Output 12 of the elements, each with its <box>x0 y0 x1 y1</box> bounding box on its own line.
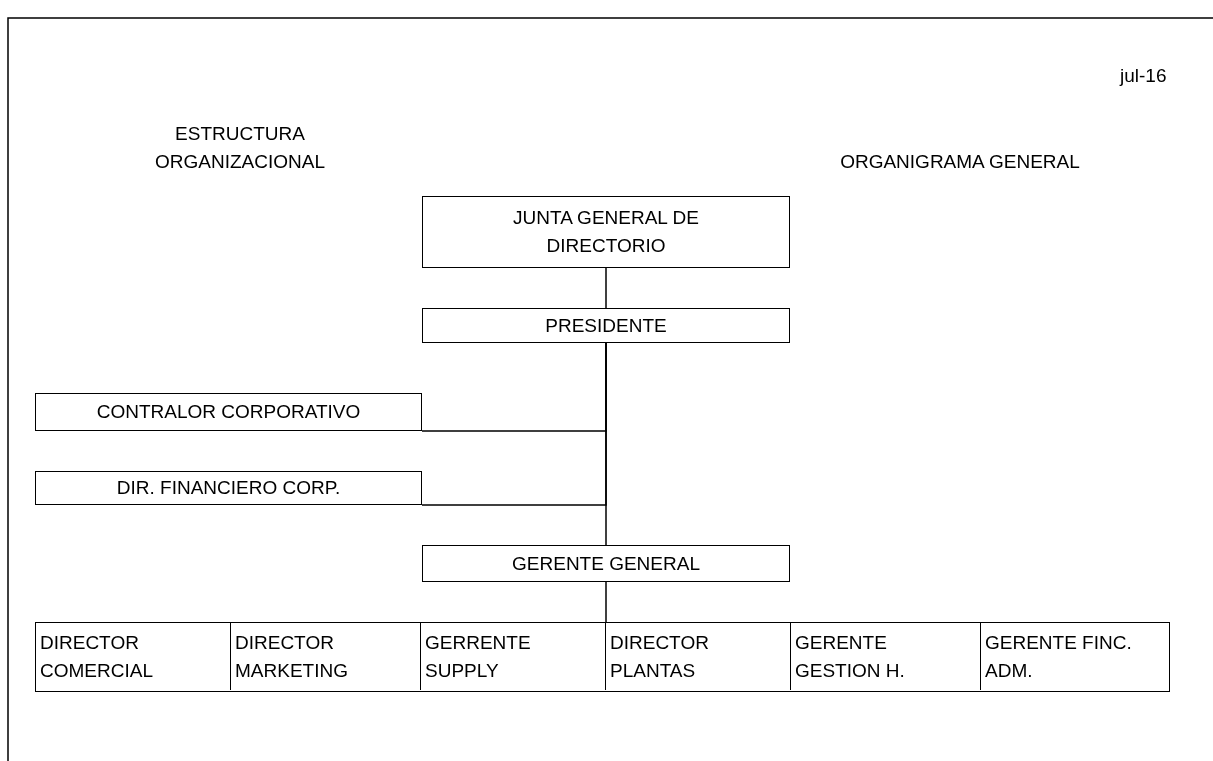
date-label: jul-16 <box>1120 64 1168 88</box>
org-box: PRESIDENTE <box>422 308 790 343</box>
department-row <box>35 622 1170 692</box>
org-box: GERENTE GENERAL <box>422 545 790 582</box>
org-box: CONTRALOR CORPORATIVO <box>35 393 422 431</box>
connector-line <box>605 267 607 309</box>
heading-label: ORGANIGRAMA GENERAL <box>839 150 1081 174</box>
org-box: DIR. FINANCIERO CORP. <box>35 471 422 505</box>
connector-line <box>605 342 607 546</box>
org-box: JUNTA GENERAL DE DIRECTORIO <box>422 196 790 268</box>
heading-label: ESTRUCTURA ORGANIZACIONAL <box>154 122 326 174</box>
connector-line <box>605 581 607 623</box>
